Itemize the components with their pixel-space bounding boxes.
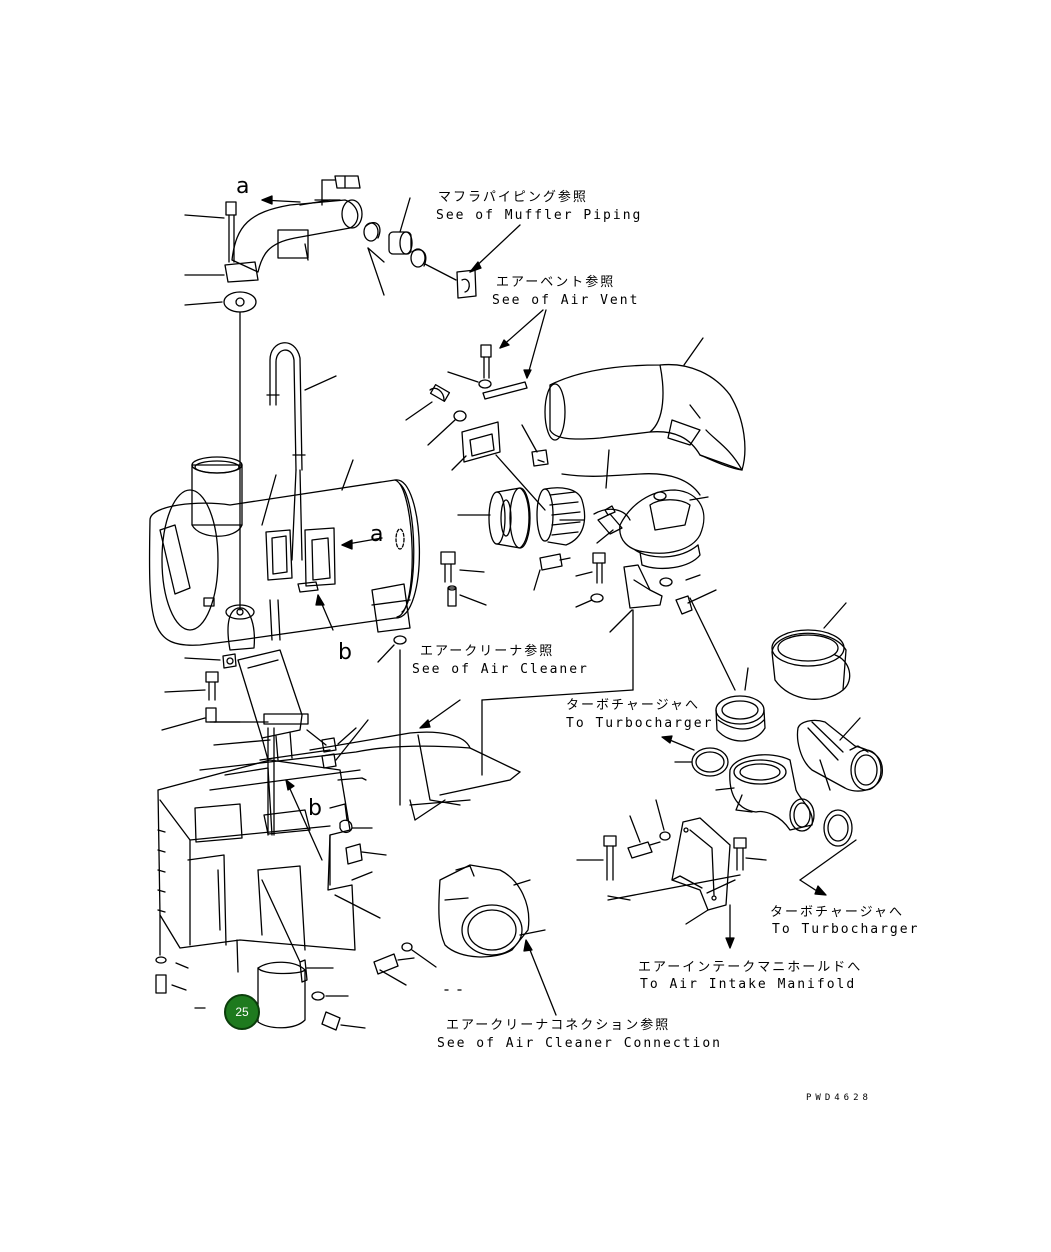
aircleaner-ref-jp: エアークリーナ参照 (420, 644, 555, 659)
cleaner-connection-ref-en: See of Air Cleaner Connection (437, 1036, 722, 1051)
aircleaner-ref-en: See of Air Cleaner (412, 662, 589, 677)
muffler-ref-en: See of Muffler Piping (436, 208, 643, 223)
bent-hose (266, 342, 337, 561)
intake-manifold-ref-en: To Air Intake Manifold (640, 977, 857, 992)
clamps-and-sleeve (363, 197, 521, 299)
part-callout-number: 25 (235, 1005, 249, 1019)
turbo-adapter (715, 754, 857, 896)
part-callout-25[interactable]: 25 (224, 994, 260, 1030)
view-ref-b-left: b (338, 640, 352, 665)
airvent-ref-en: See of Air Vent (492, 293, 640, 308)
band-clamp (257, 879, 437, 1031)
air-cleaner-body (148, 456, 421, 651)
turbocharger-ref-2-jp: ターボチャージャへ (770, 905, 904, 920)
elbow-assembly (457, 424, 709, 570)
view-ref-a-mid: a (370, 522, 384, 547)
intake-tube-large (544, 337, 746, 471)
view-ref-a-top: a (236, 174, 250, 199)
turbo-bracket (576, 799, 767, 949)
intake-manifold-ref-jp: エアーインテークマニホールドへ (638, 960, 863, 975)
support-frame (155, 731, 521, 1009)
drawing-code: PWD4628 (806, 1093, 872, 1103)
turbocharger-ref-2-en: To Turbocharger (772, 922, 920, 937)
cleaner-connection (438, 864, 546, 991)
muffler-pipe-assembly (184, 175, 363, 611)
reference-arrows (377, 609, 695, 1016)
view-ref-b-mid: b (308, 796, 322, 821)
airvent-ref-jp: エアーベント参照 (496, 275, 616, 290)
turbo-connector-tubes (674, 597, 883, 792)
turbocharger-ref-1-jp: ターボチャージャへ (566, 698, 700, 713)
air-vent-parts (405, 309, 547, 511)
muffler-ref-jp: マフラパイピング参照 (438, 190, 588, 205)
turbocharger-ref-1-en: To Turbocharger (566, 716, 714, 731)
fasteners-center (440, 551, 717, 633)
mounting-bracket-left (161, 649, 387, 919)
cleaner-connection-ref-jp: エアークリーナコネクション参照 (446, 1018, 671, 1033)
